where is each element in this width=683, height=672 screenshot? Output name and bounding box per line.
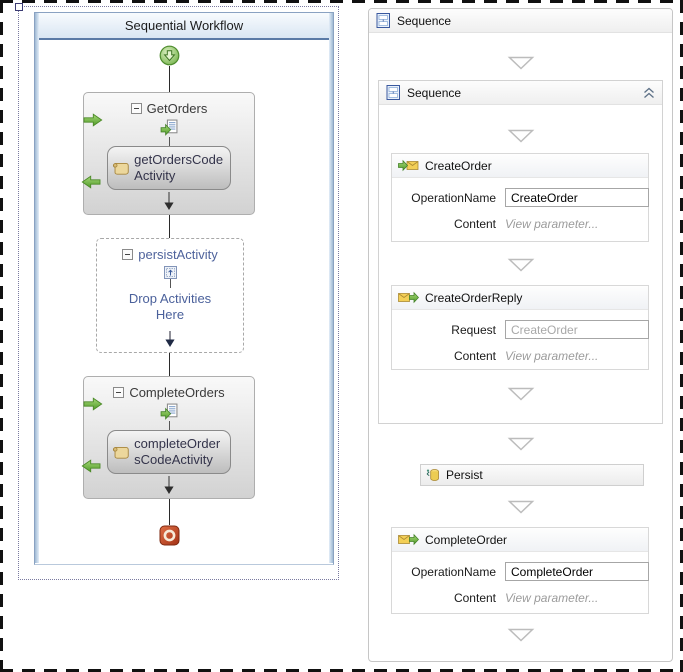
workflow-canvas: GetOrders getOrdersCodeActivity xyxy=(35,13,333,563)
view-parameter-link[interactable]: View parameter... xyxy=(505,349,599,363)
inner-sequence-header[interactable]: Sequence xyxy=(379,81,662,105)
view-parameter-link[interactable]: View parameter... xyxy=(505,217,599,231)
marquee-border-bottom xyxy=(0,669,683,672)
activity-completeorders[interactable]: CompleteOrders completeOrdersCodeActivit… xyxy=(81,376,255,499)
receive-task-icon xyxy=(160,119,178,136)
operationname-label: OperationName xyxy=(411,564,496,579)
connector-line xyxy=(169,66,170,92)
code-activity-label: completeOrdersCodeActivity xyxy=(134,435,221,467)
content-label: Content xyxy=(453,591,496,605)
activity-completeorders-label: CompleteOrders xyxy=(129,385,225,400)
workflow-title-bar[interactable]: Sequential Workflow xyxy=(35,13,333,40)
createorder-header[interactable]: CreateOrder xyxy=(392,154,648,178)
connector-line xyxy=(169,279,171,288)
connector-line xyxy=(168,421,170,430)
createorder-title: CreateOrder xyxy=(425,158,492,173)
sequence-designer: Sequence Sequence xyxy=(368,8,673,662)
collapse-toggle-icon[interactable] xyxy=(130,103,142,114)
activity-completeorderscodeactivity[interactable]: completeOrdersCodeActivity xyxy=(107,430,231,474)
persist-title: Persist xyxy=(446,468,483,482)
collapse-toggle-icon[interactable] xyxy=(113,387,125,398)
flow-arrow-down-icon xyxy=(164,476,174,494)
createorderreply-title: CreateOrderReply xyxy=(425,290,523,305)
collapse-toggle-icon[interactable] xyxy=(122,249,134,260)
marquee-border-right xyxy=(680,0,683,672)
completeorder-title: CompleteOrder xyxy=(425,532,508,547)
selection-handle[interactable] xyxy=(15,3,23,11)
workflow-title: Sequential Workflow xyxy=(124,18,244,33)
activity-getorders-title: GetOrders xyxy=(130,100,208,117)
outer-sequence-title: Sequence xyxy=(397,13,452,28)
default-activity-icon xyxy=(163,266,177,279)
send-reply-icon xyxy=(398,533,419,546)
activity-persistactivity-title: persistActivity xyxy=(122,246,218,263)
createorderreply-header[interactable]: CreateOrderReply xyxy=(392,286,648,310)
drop-activities-hint: Drop Activities Here xyxy=(128,291,212,323)
send-reply-icon xyxy=(398,291,419,304)
activity-persistactivity-label: persistActivity xyxy=(138,247,218,262)
green-arrow-left-icon xyxy=(81,175,101,189)
flow-arrow-down-icon xyxy=(164,192,174,210)
view-parameter-link[interactable]: View parameter... xyxy=(505,591,599,605)
designer-selection-rect xyxy=(15,3,339,580)
connector-line xyxy=(168,137,170,146)
activity-createorder[interactable]: CreateOrder OperationName Content View p… xyxy=(391,153,649,242)
sequence-icon xyxy=(386,85,400,100)
drop-target-icon[interactable] xyxy=(507,500,534,514)
terminate-icon xyxy=(159,525,180,551)
marquee-border-top xyxy=(0,0,683,3)
activity-completeorder[interactable]: CompleteOrder OperationName Content View… xyxy=(391,527,649,614)
activity-createorderreply[interactable]: CreateOrderReply Request Content View pa… xyxy=(391,285,649,370)
content-label: Content xyxy=(453,217,496,231)
operationname-input[interactable] xyxy=(505,188,649,207)
activity-getorders-label: GetOrders xyxy=(146,101,208,116)
request-input[interactable] xyxy=(505,320,649,339)
persist-icon xyxy=(426,469,439,481)
marquee-border-left xyxy=(0,0,3,672)
request-label: Request xyxy=(451,322,496,337)
drop-target-icon[interactable] xyxy=(507,56,534,70)
activity-persist[interactable]: Persist xyxy=(420,464,644,486)
drop-target-icon[interactable] xyxy=(507,387,534,401)
content-label: Content xyxy=(453,349,496,363)
start-icon xyxy=(159,45,180,71)
drop-target-icon[interactable] xyxy=(507,258,534,272)
activity-persistactivity[interactable]: persistActivity Drop Activities Here xyxy=(96,238,244,353)
drop-target-icon[interactable] xyxy=(507,129,534,143)
green-arrow-right-icon xyxy=(83,397,103,411)
drop-target-icon[interactable] xyxy=(507,628,534,642)
connector-line xyxy=(169,499,170,525)
receive-icon xyxy=(398,159,419,172)
flow-arrow-down-icon xyxy=(165,331,175,347)
receive-task-icon xyxy=(160,403,178,420)
inner-sequence[interactable]: Sequence CreateOrder OperationName Con xyxy=(378,80,663,424)
green-arrow-left-icon xyxy=(81,459,101,473)
green-arrow-right-icon xyxy=(83,113,103,127)
code-activity-icon xyxy=(112,162,129,175)
connector-line xyxy=(169,215,170,238)
activity-completeorders-title: CompleteOrders xyxy=(113,384,225,401)
connector-line xyxy=(169,353,170,376)
operationname-input[interactable] xyxy=(505,562,649,581)
code-activity-label: getOrdersCodeActivity xyxy=(134,151,224,183)
completeorder-header[interactable]: CompleteOrder xyxy=(392,528,648,552)
activity-getorders[interactable]: GetOrders getOrdersCodeActivity xyxy=(81,92,255,215)
sequential-workflow-window: Sequential Workflow GetOrders xyxy=(34,12,334,565)
sequence-icon xyxy=(376,13,390,28)
drop-target-icon[interactable] xyxy=(507,437,534,451)
outer-sequence-header[interactable]: Sequence xyxy=(369,9,672,33)
operationname-label: OperationName xyxy=(411,190,496,205)
inner-sequence-title: Sequence xyxy=(407,85,462,100)
collapse-chevron-icon[interactable] xyxy=(643,87,655,99)
activity-getorderscodeactivity[interactable]: getOrdersCodeActivity xyxy=(107,146,231,190)
code-activity-icon xyxy=(112,446,129,459)
